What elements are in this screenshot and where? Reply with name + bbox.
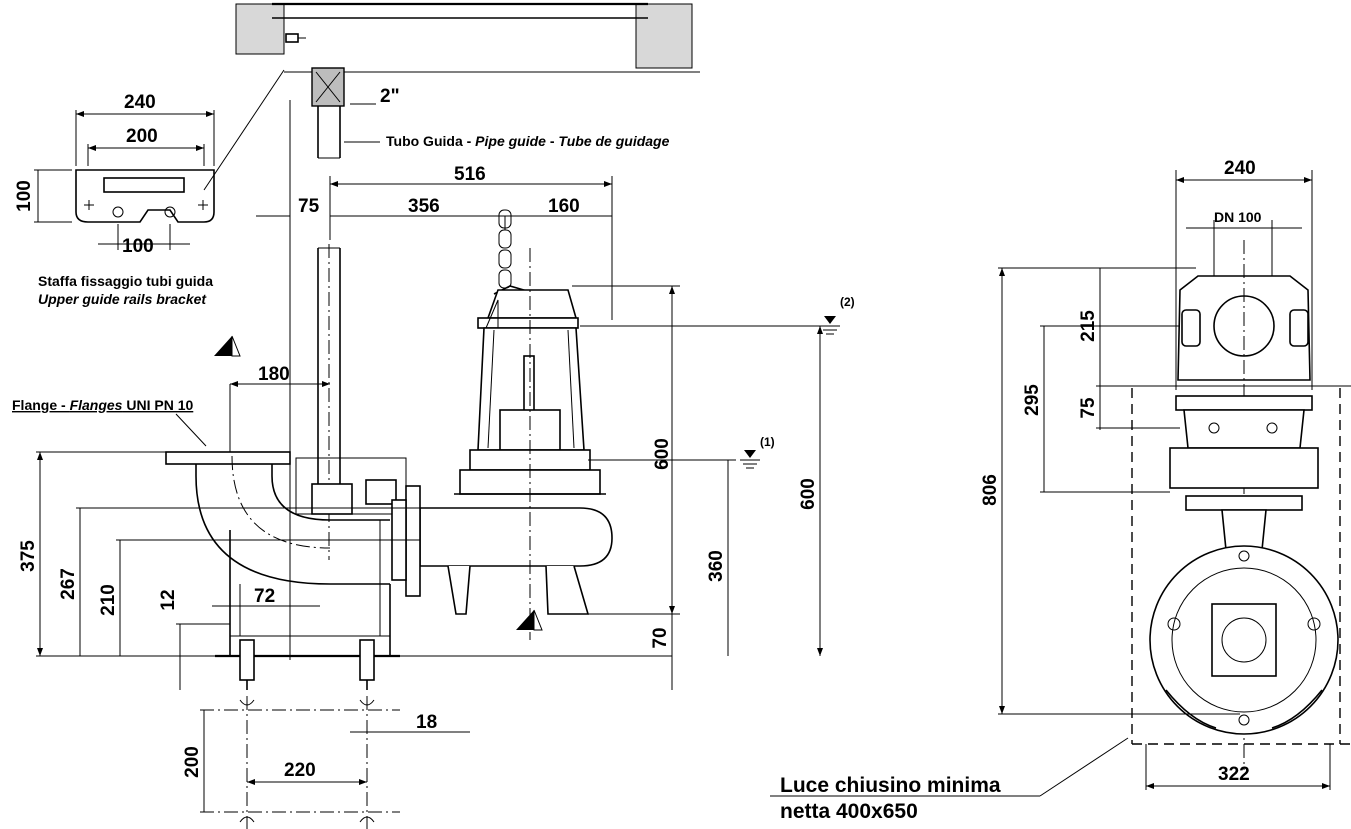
dim-70: 70 bbox=[650, 627, 671, 648]
dim-bracket-100-v: 100 bbox=[14, 180, 35, 212]
dim-bracket-100-h: 100 bbox=[122, 236, 154, 257]
dim-side-215: 215 bbox=[1078, 310, 1099, 342]
section-marker-icon bbox=[516, 610, 534, 630]
front-level-lines bbox=[572, 285, 830, 690]
left-dimension-lines bbox=[36, 451, 672, 690]
dim-side-806: 806 bbox=[980, 474, 1001, 506]
dim-360: 360 bbox=[706, 550, 727, 582]
dim-356: 356 bbox=[408, 196, 440, 217]
dim-200: 200 bbox=[182, 746, 203, 778]
manhole-note-line2: netta 400x650 bbox=[780, 800, 918, 823]
dim-180: 180 bbox=[258, 364, 290, 385]
guide-pipe-label: Tubo Guida - Pipe guide - Tube de guidag… bbox=[386, 133, 670, 149]
dim-267: 267 bbox=[58, 568, 79, 600]
dim-375: 375 bbox=[18, 540, 39, 572]
dim-bracket-240: 240 bbox=[124, 92, 156, 113]
dimension-arrow-marks bbox=[37, 111, 1330, 789]
water-level-icon bbox=[740, 450, 760, 469]
dim-pipe-2in: 2" bbox=[380, 86, 400, 107]
dim-side-295: 295 bbox=[1022, 384, 1043, 416]
dim-18: 18 bbox=[416, 712, 437, 733]
manhole-note-line1: Luce chiusino minima bbox=[780, 774, 1001, 797]
dim-600-b: 600 bbox=[798, 478, 819, 510]
dim-side-322: 322 bbox=[1218, 764, 1250, 785]
side-dimension-lines bbox=[998, 267, 1351, 715]
manhole-cover bbox=[235, 2, 700, 73]
section-marker-icon bbox=[214, 336, 232, 356]
manhole-opening-outline bbox=[770, 388, 1351, 797]
level-1-label: (1) bbox=[760, 435, 775, 449]
pump-body bbox=[419, 209, 613, 640]
bracket-detail bbox=[34, 69, 285, 250]
level-2-label: (2) bbox=[840, 295, 855, 309]
guide-pipe bbox=[317, 244, 341, 560]
bracket-caption-it: Staffa fissaggio tubi guida bbox=[38, 273, 213, 289]
dim-516: 516 bbox=[454, 164, 486, 185]
dim-side-240: 240 bbox=[1224, 158, 1256, 179]
side-view bbox=[1149, 170, 1339, 770]
top-dimension-lines bbox=[256, 100, 613, 660]
dim-bracket-200: 200 bbox=[126, 126, 158, 147]
dim-72: 72 bbox=[254, 586, 275, 607]
bracket-caption-en: Upper guide rails bracket bbox=[38, 291, 207, 307]
discharge-elbow bbox=[165, 451, 421, 690]
flange-label: Flange - Flanges UNI PN 10 bbox=[12, 397, 193, 413]
dim-side-dn100: DN 100 bbox=[1214, 209, 1262, 225]
dim-220: 220 bbox=[284, 760, 316, 781]
anchor-spacing-lines bbox=[200, 696, 470, 829]
dim-side-75: 75 bbox=[1078, 397, 1099, 419]
dim-12: 12 bbox=[158, 589, 179, 610]
dim-600-a: 600 bbox=[652, 438, 673, 470]
dim-210: 210 bbox=[98, 584, 119, 616]
dim-75-top: 75 bbox=[298, 196, 320, 217]
dim-160: 160 bbox=[548, 196, 580, 217]
guide-pipe-top bbox=[311, 67, 380, 159]
water-level-icon bbox=[820, 316, 840, 335]
